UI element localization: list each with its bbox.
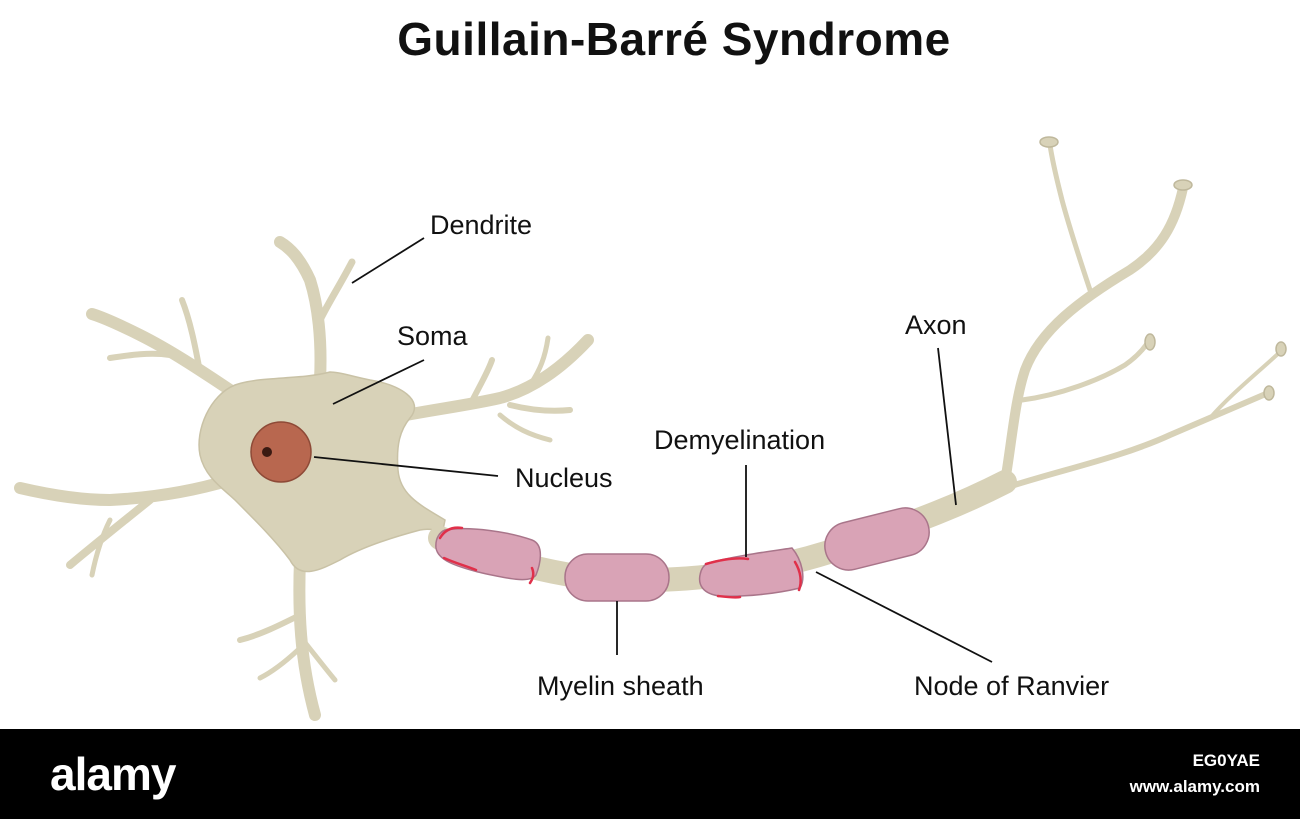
nucleus-leader: [313, 456, 499, 477]
myelin-sheaths: [435, 507, 930, 602]
watermark-footer: alamy EG0YAE www.alamy.com: [0, 729, 1300, 819]
demyelination-damage: [438, 526, 802, 599]
dendrite-leader: [351, 237, 425, 284]
myelin-sheath-label: Myelin sheath: [537, 671, 704, 701]
axon-terminals: [1000, 142, 1282, 491]
myelin-segment: [564, 553, 670, 602]
myelin-segment-damaged: [698, 547, 804, 597]
node-of-ranvier-leader: [815, 571, 993, 663]
dendrite-branch: [467, 357, 495, 408]
dendrite-branch: [384, 334, 594, 424]
dendrite-branch: [274, 236, 327, 386]
terminal-knobs: [1039, 136, 1287, 401]
dendrite-branch: [300, 637, 338, 683]
terminal-branch: [1002, 390, 1271, 491]
dendrites: [14, 236, 594, 721]
terminal-knob: [1173, 179, 1193, 191]
terminal-knob: [1263, 385, 1275, 401]
dendrite-label: Dendrite: [430, 210, 533, 240]
dendrite-branch: [89, 517, 113, 578]
damage-mark: [528, 566, 535, 585]
terminal-branch: [1208, 350, 1282, 420]
dendrite-branch: [293, 554, 321, 721]
dendrite-branch: [66, 496, 154, 569]
brand-logo: alamy: [50, 748, 176, 800]
dendrite-branch: [257, 647, 301, 681]
dendrite-branch: [86, 308, 236, 396]
dendrite-branch: [507, 402, 573, 414]
dendrite-branch: [179, 297, 203, 375]
terminal-branch: [1000, 183, 1188, 487]
terminal-knob: [1275, 341, 1287, 357]
terminal-branch: [1019, 339, 1151, 403]
site-url: www.alamy.com: [1129, 777, 1260, 796]
terminal-knob: [1144, 333, 1156, 351]
soma-label: Soma: [397, 321, 468, 351]
axon-label: Axon: [905, 310, 967, 340]
damage-mark: [716, 594, 742, 599]
node-of-ranvier-label: Node of Ranvier: [914, 671, 1110, 701]
damage-mark: [704, 557, 750, 566]
terminal-knob: [1039, 136, 1059, 148]
nucleus-shape: [250, 421, 312, 483]
nucleus-label: Nucleus: [515, 463, 613, 493]
dendrite-branch: [14, 474, 236, 507]
page-title: Guillain-Barré Syndrome: [397, 13, 951, 65]
soma-leader: [332, 359, 425, 405]
leader-lines: [313, 237, 993, 663]
dendrite-branch: [237, 612, 303, 643]
dendrite-branch: [107, 350, 173, 361]
myelin-segment-damaged: [435, 527, 542, 581]
nucleolus-shape: [262, 447, 272, 457]
soma-body: [198, 371, 446, 573]
neuron-illustration: [14, 136, 1287, 721]
terminal-branch: [1047, 142, 1093, 293]
damage-mark: [442, 556, 478, 572]
image-id: EG0YAE: [1192, 751, 1260, 770]
demyelination-label: Demyelination: [654, 425, 826, 455]
dendrite-branch: [497, 412, 553, 443]
damage-mark: [438, 526, 464, 540]
axon-leader: [937, 347, 957, 506]
dendrite-branch: [527, 335, 551, 388]
dendrite-branch: [316, 258, 356, 324]
myelin-segment: [824, 507, 930, 571]
damage-mark: [793, 560, 802, 592]
